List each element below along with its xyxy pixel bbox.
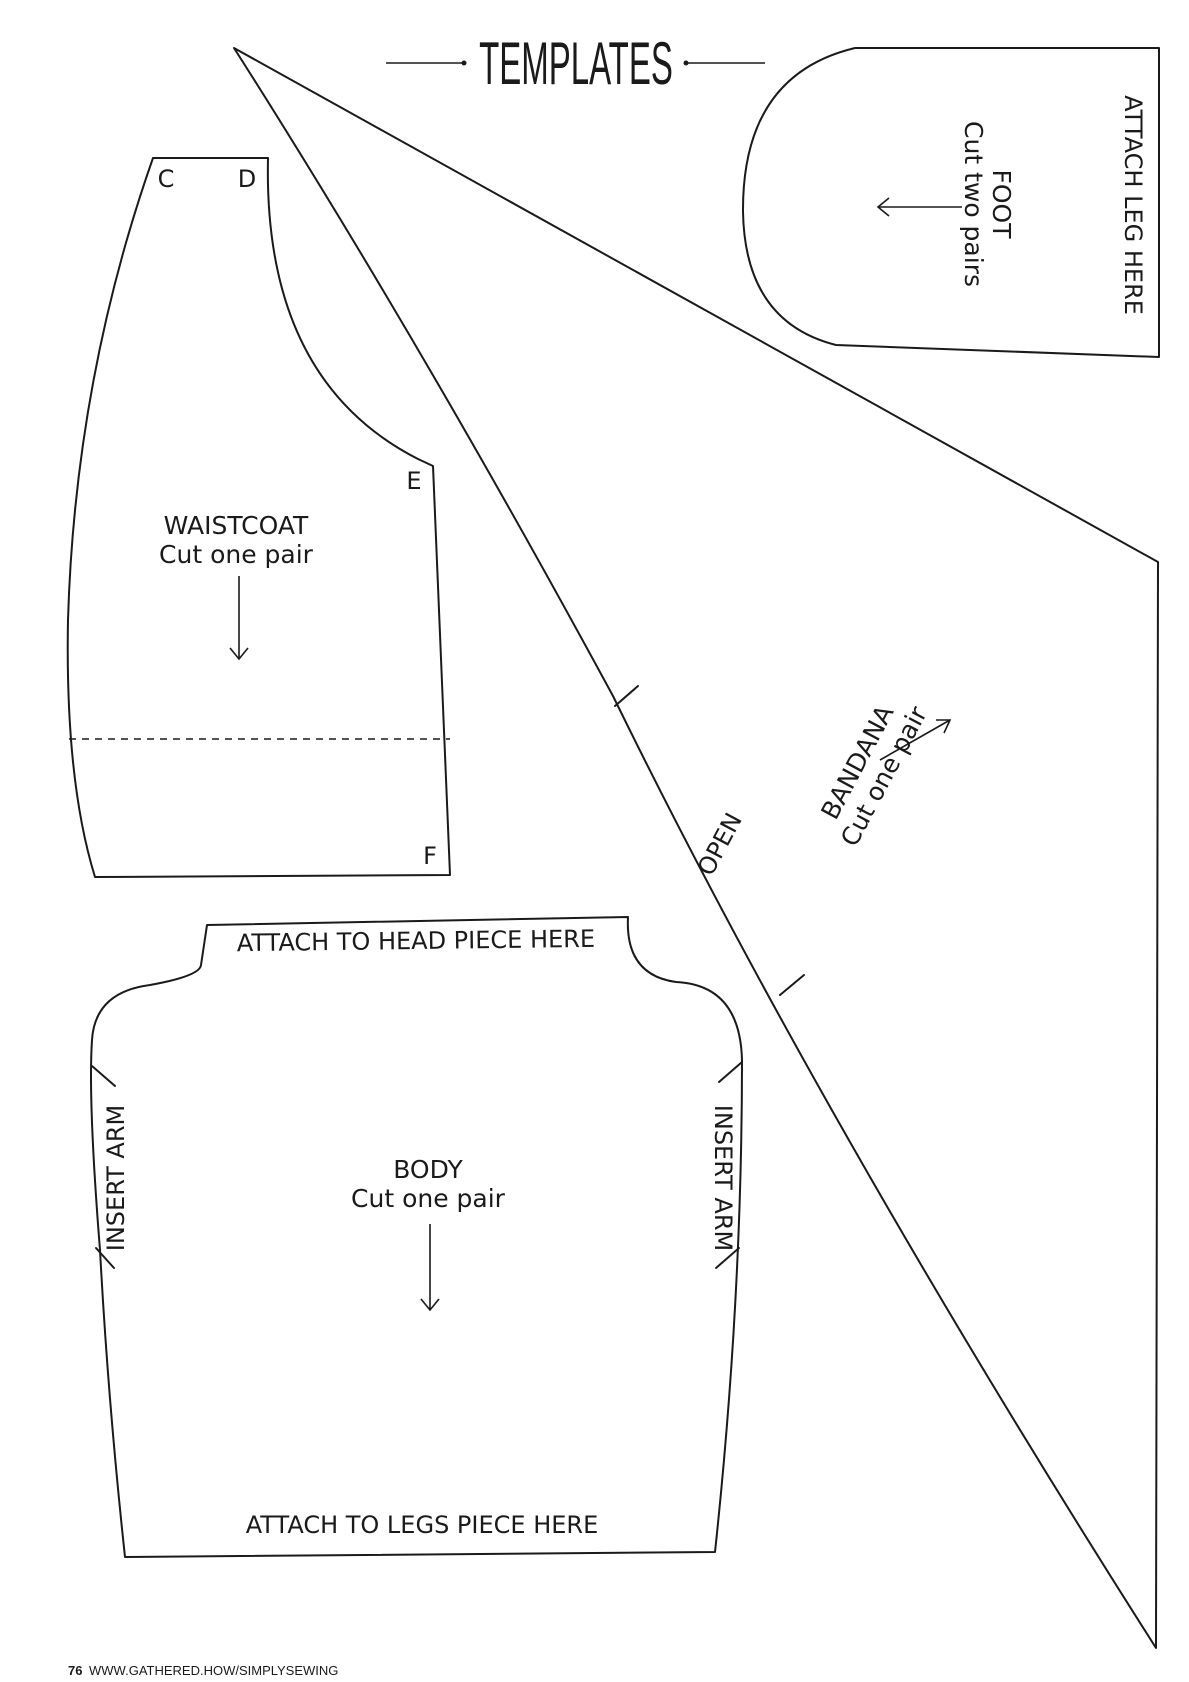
bandana-label-group: BANDANA Cut one pair	[815, 700, 933, 851]
body-grain-arrow	[420, 1224, 440, 1312]
foot-label-group: FOOT Cut two pairs	[959, 121, 1016, 287]
bandana-open-notch-bottom	[779, 974, 805, 996]
waistcoat-grain-arrow	[229, 576, 249, 661]
bandana-open-notch-top	[614, 685, 639, 707]
body-piece: ATTACH TO HEAD PIECE HERE ATTACH TO LEGS…	[90, 916, 743, 1558]
foot-outline	[741, 47, 1160, 358]
body-arm-notch-right-top	[718, 1061, 743, 1083]
page-number: 76	[68, 1663, 82, 1678]
waistcoat-instruction: Cut one pair	[159, 540, 314, 569]
foot-grain-arrow	[876, 197, 962, 217]
bandana-grain-arrow	[879, 719, 952, 761]
body-left-label: INSERT ARM	[102, 1105, 130, 1251]
foot-name: FOOT	[987, 169, 1016, 239]
footer-url: WWW.GATHERED.HOW/SIMPLYSEWING	[89, 1663, 338, 1678]
body-arm-notch-left-bottom	[95, 1247, 115, 1269]
waistcoat-point-f: F	[423, 842, 437, 870]
waistcoat-piece: C D E F WAISTCOAT Cut one pair	[66, 157, 451, 878]
foot-piece: ATTACH LEG HERE FOOT Cut two pairs	[741, 47, 1160, 358]
body-right-label: INSERT ARM	[709, 1105, 737, 1251]
body-outline	[90, 916, 743, 1558]
waistcoat-point-c: C	[158, 165, 175, 193]
page-title: TEMPLATES	[479, 31, 673, 98]
bandana-open-label: OPEN	[692, 808, 748, 880]
foot-edge-label: ATTACH LEG HERE	[1119, 95, 1147, 315]
body-arm-notch-right-bottom	[715, 1247, 740, 1269]
bandana-piece: OPEN BANDANA Cut one pair	[233, 47, 1159, 1649]
waistcoat-point-d: D	[238, 165, 256, 193]
body-bottom-label: ATTACH TO LEGS PIECE HERE	[246, 1511, 599, 1539]
body-name: BODY	[393, 1155, 463, 1184]
body-top-label: ATTACH TO HEAD PIECE HERE	[237, 925, 596, 957]
bandana-outline	[233, 47, 1159, 1649]
body-instruction: Cut one pair	[351, 1184, 506, 1213]
foot-instruction: Cut two pairs	[959, 121, 988, 287]
waistcoat-name: WAISTCOAT	[164, 511, 309, 540]
header: TEMPLATES	[386, 31, 765, 98]
title-dot-left	[461, 60, 467, 66]
waistcoat-outline	[66, 157, 451, 878]
title-dot-right	[683, 60, 689, 66]
waistcoat-point-e: E	[406, 467, 421, 495]
body-arm-notch-left-top	[91, 1065, 116, 1087]
footer: 76 WWW.GATHERED.HOW/SIMPLYSEWING	[68, 1663, 338, 1678]
